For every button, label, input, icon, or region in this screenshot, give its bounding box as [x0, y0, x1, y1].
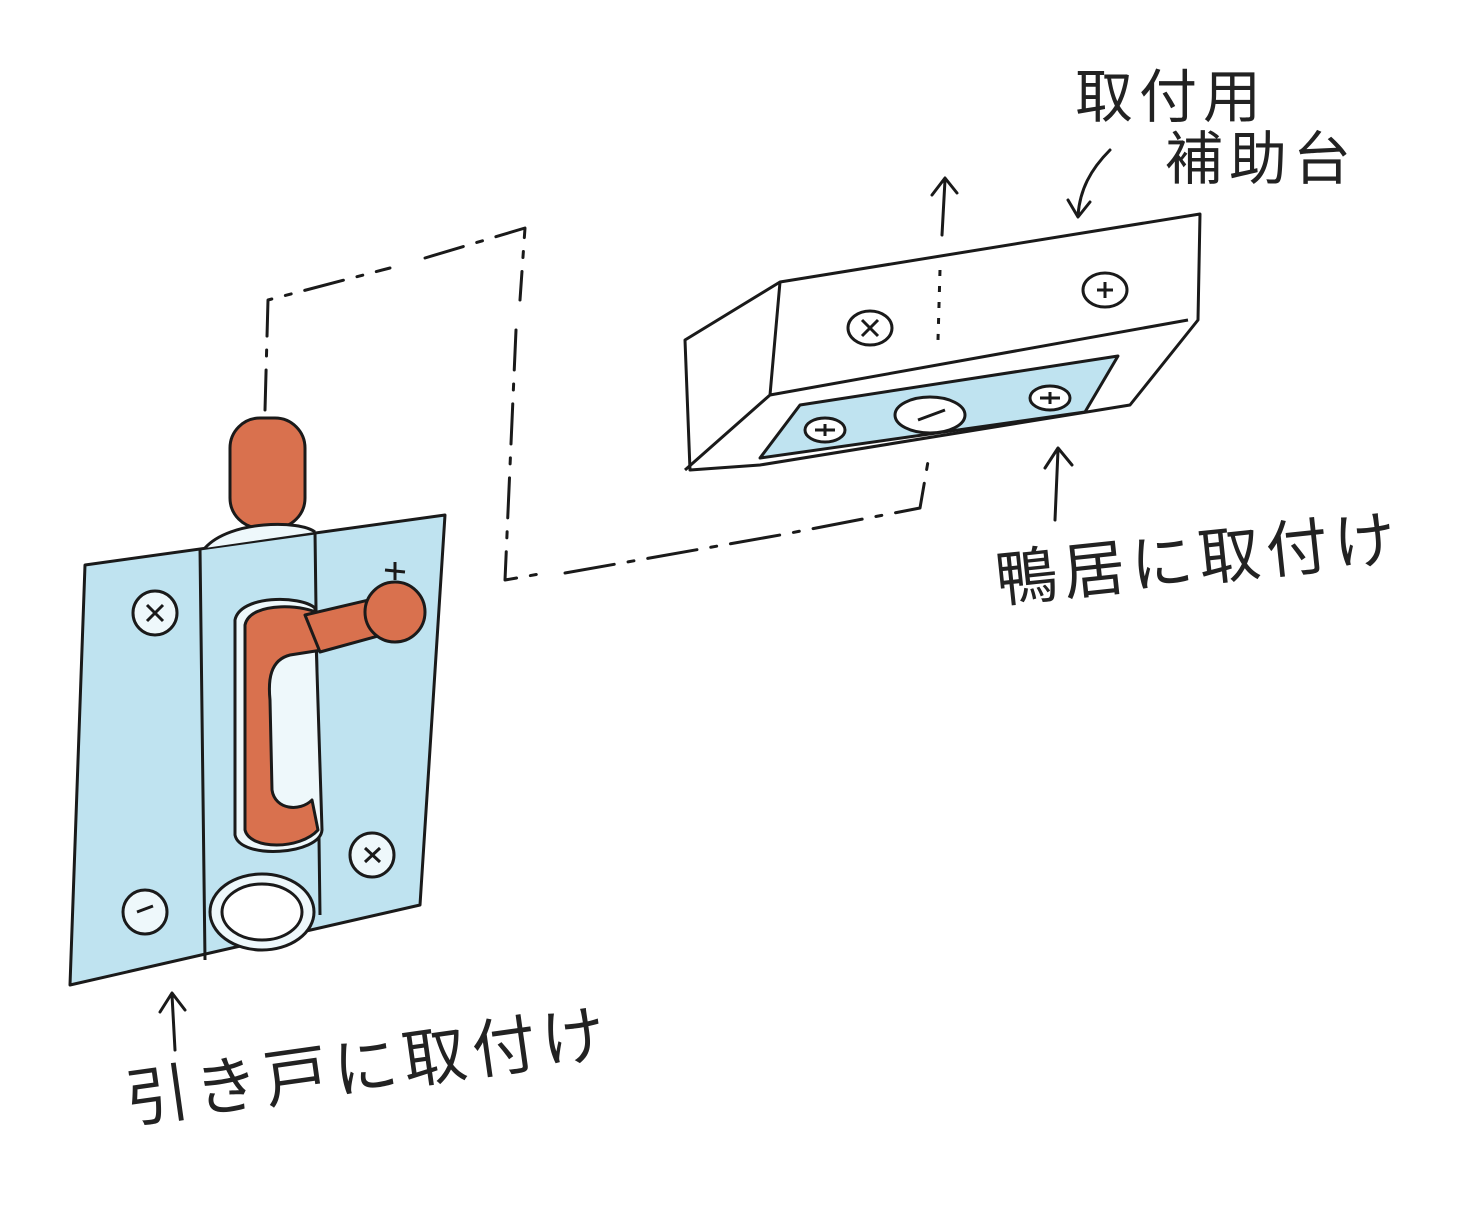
support-block — [683, 212, 1202, 472]
connector-dashed-line-bottom — [563, 448, 932, 575]
screw-icon — [121, 888, 169, 936]
arrow-door — [158, 991, 187, 1052]
arrow-lintel — [1043, 446, 1074, 522]
connector-dashed-line-left — [263, 226, 547, 582]
arrow-to-block — [1066, 148, 1112, 219]
bolt-tip — [228, 416, 307, 530]
arrow-up-top — [930, 176, 959, 237]
barrel-bolt-latch — [68, 416, 447, 987]
label-support-block-line1: 取付用 — [1075, 63, 1268, 131]
bolt-knob — [363, 580, 427, 644]
label-support-block-line2: 補助台 — [1165, 125, 1358, 193]
bolt-handle — [243, 605, 324, 847]
